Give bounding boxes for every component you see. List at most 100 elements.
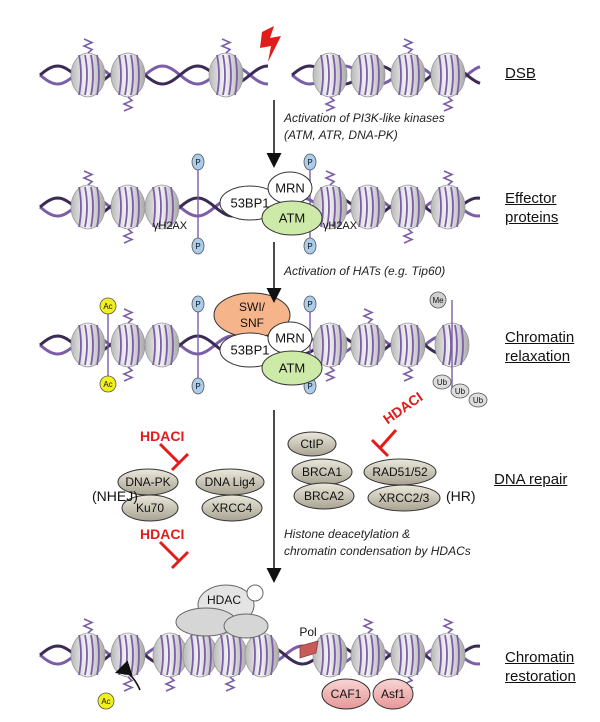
nucleosome bbox=[110, 632, 146, 678]
dna-wrap bbox=[358, 634, 362, 676]
nucleosome bbox=[152, 632, 188, 678]
dna-wrap bbox=[456, 186, 460, 228]
nucleosome bbox=[312, 632, 348, 678]
dna-wrap bbox=[136, 634, 140, 676]
acetyl-mark-top bbox=[99, 297, 117, 315]
dna-wrap bbox=[454, 324, 458, 366]
nucleosome bbox=[70, 632, 106, 678]
nucleosome bbox=[70, 52, 106, 98]
dna-wrap bbox=[96, 324, 100, 366]
dna-wrap bbox=[404, 54, 408, 96]
dna-wrap bbox=[202, 634, 206, 676]
dna-wrap bbox=[370, 634, 374, 676]
stage-label-relaxation-2: relaxation bbox=[505, 348, 571, 365]
dna-wrap bbox=[438, 54, 442, 96]
nucleosome bbox=[390, 52, 426, 98]
dna-wrap bbox=[130, 324, 134, 366]
swi-snf-label-2: SNF bbox=[240, 316, 264, 330]
protein-brca2-label: BRCA2 bbox=[304, 489, 344, 503]
histone-tail bbox=[224, 676, 236, 692]
histone-tail bbox=[220, 38, 232, 54]
protein-xrcc2-3-label: XRCC2/3 bbox=[379, 491, 430, 505]
nucleosome bbox=[144, 322, 180, 368]
dna-wrap bbox=[170, 324, 174, 366]
dna-wrap bbox=[444, 186, 448, 228]
nucleosome bbox=[350, 52, 386, 98]
nucleosome bbox=[430, 52, 466, 98]
dna-wrap bbox=[450, 634, 454, 676]
phospho-mark-text: P bbox=[195, 242, 200, 251]
dna-wrap bbox=[208, 634, 212, 676]
nucleosome bbox=[110, 52, 146, 98]
dna-wrap bbox=[152, 186, 156, 228]
protein-ku70 bbox=[121, 494, 179, 522]
protein-dna-pk-label: DNA-PK bbox=[125, 475, 170, 489]
ac-release-arrow bbox=[114, 660, 141, 691]
ubiquitin-mark-text: Ub bbox=[455, 387, 466, 396]
protein-53bp1-relaxation-label: 53BP1 bbox=[230, 343, 269, 358]
protein-ctip bbox=[287, 431, 337, 457]
dna-wrap bbox=[78, 634, 82, 676]
dna-wrap bbox=[90, 186, 94, 228]
nucleosome bbox=[144, 184, 180, 230]
phospho-mark-text: P bbox=[195, 300, 200, 309]
nucleosome bbox=[70, 322, 106, 368]
histone-tail bbox=[122, 228, 134, 244]
note-kinases-2: (ATM, ATR, DNA-PK) bbox=[284, 128, 398, 142]
nucleosome bbox=[390, 322, 426, 368]
dna-wrap bbox=[326, 186, 330, 228]
hdaci-label-nhej: HDACI bbox=[140, 428, 185, 444]
dna-wrap bbox=[332, 54, 336, 96]
nucleosome bbox=[70, 184, 106, 230]
histone-tail bbox=[324, 170, 336, 186]
histone-tail bbox=[82, 170, 94, 186]
stage-label-dna-repair: DNA repair bbox=[494, 471, 568, 488]
dna-wrap bbox=[398, 186, 402, 228]
ubiquitin-mark-text: Ub bbox=[473, 396, 484, 405]
hdac-label: HDAC bbox=[207, 593, 241, 607]
inhibitor-bar-hdac bbox=[158, 540, 190, 570]
dna-wrap bbox=[228, 54, 232, 96]
histone-tail bbox=[442, 618, 454, 634]
dna-wrap bbox=[376, 324, 380, 366]
released-acetyl-mark bbox=[97, 692, 115, 710]
protein-atm-relaxation-label: ATM bbox=[279, 361, 305, 376]
phospho-mark-text: P bbox=[307, 242, 312, 251]
dna-wrap bbox=[450, 186, 454, 228]
nucleosome bbox=[212, 632, 248, 678]
dna-wrap bbox=[416, 54, 420, 96]
polymerase-shape bbox=[299, 640, 319, 659]
nucleosome bbox=[390, 184, 426, 230]
dna-wrap bbox=[320, 186, 324, 228]
dna-wrap bbox=[264, 634, 268, 676]
protein-caf1-label: CAF1 bbox=[331, 687, 362, 701]
dna-wrap bbox=[320, 634, 324, 676]
dna-wrap bbox=[444, 634, 448, 676]
dna-wrap bbox=[376, 54, 380, 96]
acetyl-mark-bottom bbox=[99, 375, 117, 393]
protein-xrcc4 bbox=[201, 494, 263, 522]
dna-wrap bbox=[124, 186, 128, 228]
nucleosome bbox=[430, 632, 466, 678]
dna-wrap bbox=[90, 54, 94, 96]
ubiquitin-mark-text: Ub bbox=[437, 378, 448, 387]
dna-wrap bbox=[410, 186, 414, 228]
histone-tail bbox=[82, 618, 94, 634]
dna-wrap bbox=[326, 634, 330, 676]
nucleosome bbox=[350, 632, 386, 678]
histone-tail bbox=[402, 38, 414, 54]
acetyl-mark-top-text: Ac bbox=[103, 302, 112, 311]
dna-wrap bbox=[152, 324, 156, 366]
dna-wrap bbox=[410, 54, 414, 96]
histone-tail bbox=[324, 366, 336, 382]
dna-wrap bbox=[78, 324, 82, 366]
protein-brca1-label: BRCA1 bbox=[302, 465, 342, 479]
dna-wrap bbox=[332, 186, 336, 228]
dna-wrap bbox=[376, 634, 380, 676]
dna-wrap bbox=[456, 54, 460, 96]
dna-wrap bbox=[370, 324, 374, 366]
dna-wrap bbox=[332, 634, 336, 676]
protein-dna-lig4-label: DNA Lig4 bbox=[205, 475, 256, 489]
dna-wrap bbox=[190, 634, 194, 676]
dna-wrap bbox=[78, 54, 82, 96]
